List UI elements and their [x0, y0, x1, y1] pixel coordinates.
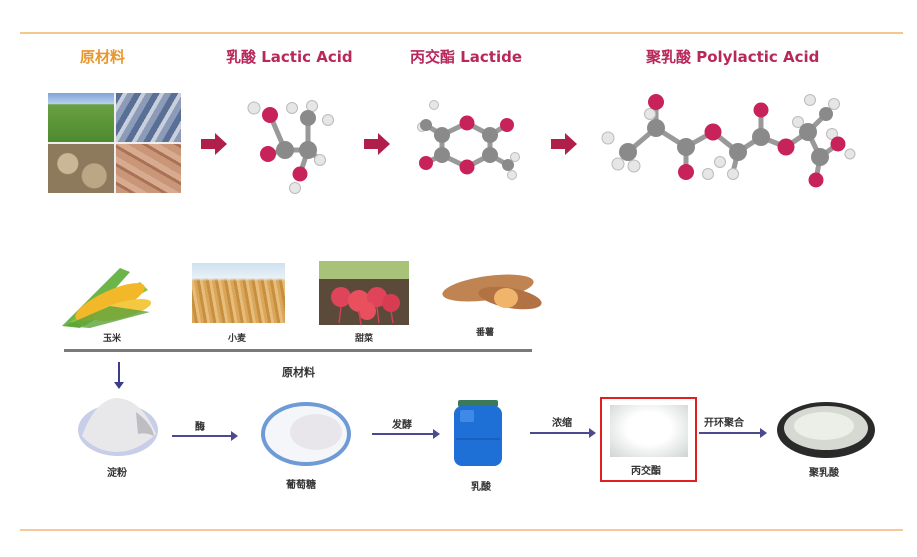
transition-label-ring-opening-polymerization: 开环聚合	[704, 418, 744, 429]
lactic-acid-container-image	[454, 400, 502, 466]
down-arrow-head-icon	[114, 382, 124, 389]
lactide-molecule-icon	[417, 100, 520, 180]
lactic-acid-molecule-icon	[247, 100, 334, 194]
raw-label-beet: 甜菜	[355, 334, 374, 344]
flow-arrow-icon	[172, 431, 238, 441]
flow-arrow-icon	[530, 428, 596, 438]
step-label-starch: 淀粉	[107, 468, 127, 479]
lactide-highlight-box	[600, 397, 697, 482]
arrow-right-icon	[364, 133, 390, 155]
down-arrow-icon	[118, 362, 120, 384]
step-label-glucose: 葡萄糖	[286, 480, 316, 491]
raw-material-collage	[48, 93, 181, 193]
beet-image	[319, 261, 409, 325]
raw-materials-divider	[64, 349, 532, 352]
transition-label-enzyme: 酶	[195, 422, 205, 433]
header-lactide: 丙交酯 Lactide	[410, 48, 523, 66]
lactide-image	[610, 405, 688, 457]
polylactic-acid-molecule-icon	[601, 94, 856, 188]
glucose-image	[261, 402, 351, 466]
flow-arrow-icon	[372, 429, 440, 439]
cassava-image	[115, 144, 181, 193]
header-raw-materials: 原材料	[80, 48, 126, 66]
step-label-lactic-acid: 乳酸	[471, 482, 491, 493]
sweet-potato-image	[442, 274, 542, 310]
arrow-right-icon	[551, 133, 577, 155]
transition-label-concentration: 浓缩	[552, 418, 572, 429]
wheat-image	[192, 263, 285, 323]
starch-image	[78, 398, 158, 456]
corn-image	[62, 268, 152, 328]
sugarcane-image	[115, 93, 181, 142]
step-label-lactide: 丙交酯	[631, 466, 661, 477]
transition-label-fermentation: 发酵	[392, 420, 412, 431]
polylactic-acid-pellets-image	[777, 402, 875, 458]
flow-arrow-icon	[699, 428, 767, 438]
header-polylactic-acid: 聚乳酸 Polylactic Acid	[646, 48, 820, 66]
arrow-right-icon	[201, 133, 227, 155]
raw-materials-section-title: 原材料	[282, 366, 315, 379]
top-divider-rule	[20, 32, 903, 34]
bottom-divider-rule	[20, 529, 903, 531]
raw-label-wheat: 小麦	[228, 334, 247, 344]
step-label-polylactic-acid: 聚乳酸	[809, 468, 839, 479]
raw-label-sweet-potato: 番薯	[476, 328, 495, 338]
grass-field-image	[48, 93, 114, 142]
sugar-beet-image	[48, 144, 114, 193]
header-lactic-acid: 乳酸 Lactic Acid	[226, 48, 353, 66]
raw-label-corn: 玉米	[103, 334, 122, 344]
